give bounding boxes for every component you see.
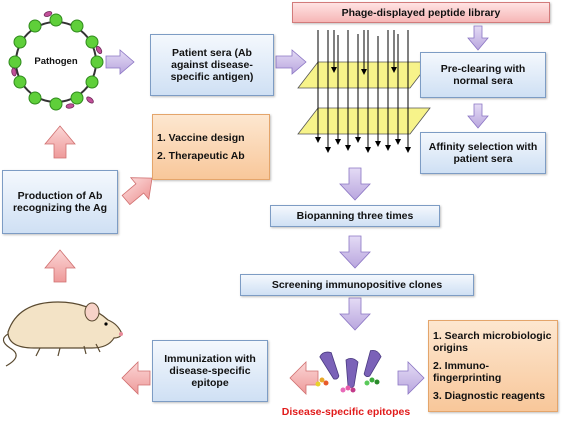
screening-box: Screening immunopositive clones <box>240 274 474 296</box>
epitopes-graphic <box>315 349 382 393</box>
mouse-icon <box>2 301 123 367</box>
application-vaccine-design: 1. Vaccine design <box>157 132 245 144</box>
immunization-box: Immunization with disease-specific epito… <box>152 340 268 402</box>
application-immuno-fingerprinting: 2. Immuno-fingerprinting <box>433 360 502 384</box>
epitopes-label: Disease-specific epitopes <box>281 406 411 418</box>
production-ab-box: Production of Ab recognizing the Ag <box>2 170 118 234</box>
patient-sera-box: Patient sera (Ab against disease-specifi… <box>150 34 274 96</box>
pathogen-icon <box>8 11 104 111</box>
application-diagnostic-reagents: 3. Diagnostic reagents <box>433 390 546 402</box>
phage-library-box: Phage-displayed peptide library <box>292 2 550 23</box>
pathogen-label: Pathogen <box>34 56 78 67</box>
pre-clearing-box: Pre-clearing with normal sera <box>420 52 546 98</box>
affinity-selection-box: Affinity selection with patient sera <box>420 132 546 174</box>
panning-plates-graphic <box>297 30 431 153</box>
applications-right-box: 1. Search microbiologic origins 2. Immun… <box>428 320 558 412</box>
feedback-arrows <box>44 125 319 395</box>
application-therapeutic-ab: 2. Therapeutic Ab <box>157 150 245 162</box>
biopanning-box: Biopanning three times <box>270 205 440 227</box>
flow-arrows <box>105 25 489 395</box>
application-search-origins: 1. Search microbiologic origins <box>433 330 552 354</box>
applications-top-box: 1. Vaccine design 2. Therapeutic Ab <box>152 114 270 180</box>
